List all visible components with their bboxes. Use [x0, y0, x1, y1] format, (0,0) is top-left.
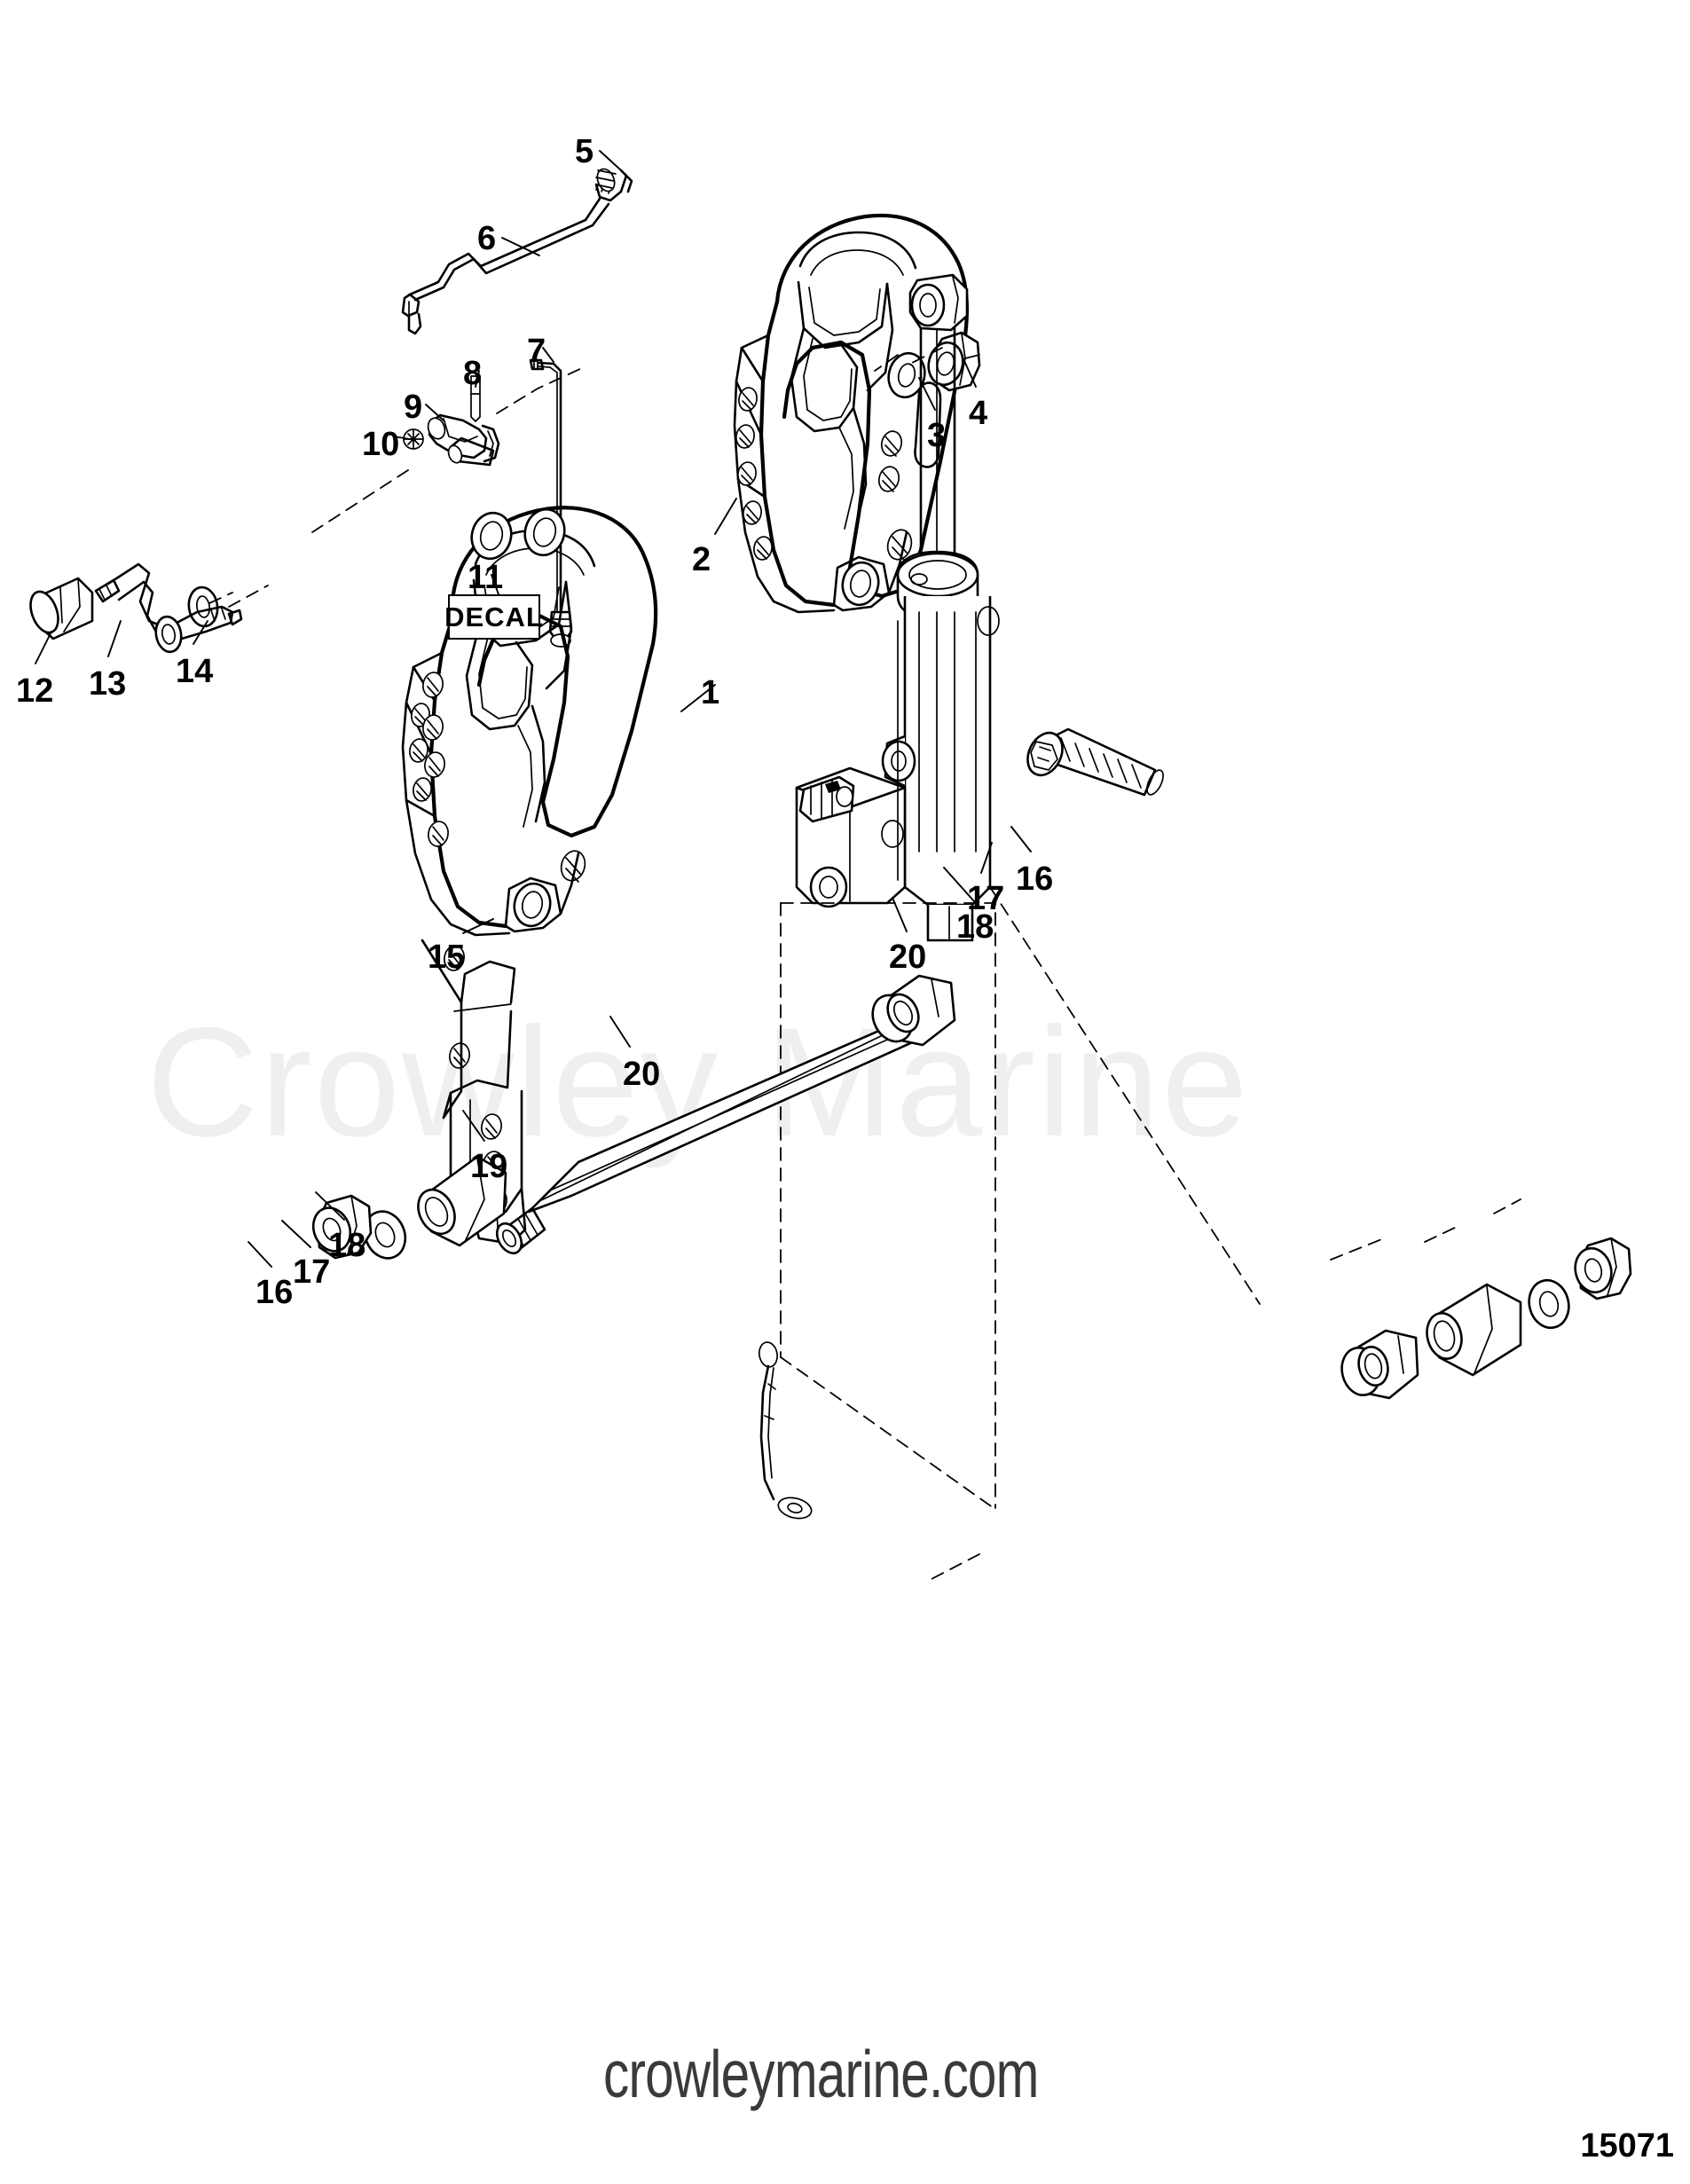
- callout-18-right: 18: [956, 908, 994, 946]
- callout-17-bottom: 17: [293, 1253, 331, 1291]
- part-17-flat-washer-bottom: [363, 1210, 407, 1260]
- callout-12: 12: [16, 672, 54, 710]
- part-4-hex-nut: [927, 331, 981, 392]
- callout-3: 3: [927, 417, 947, 454]
- callout-14: 14: [176, 653, 214, 690]
- callout-2: 2: [692, 541, 711, 578]
- callout-7: 7: [527, 333, 546, 370]
- part-20-bushing-bottom: [871, 974, 956, 1047]
- part-15-ground-wire-strap: [759, 1341, 813, 1520]
- lower-clamp-bracket: [401, 506, 658, 1245]
- part-1-hydraulic-trim-cylinder: [795, 273, 1000, 942]
- callout-20-right: 20: [889, 939, 927, 976]
- assembly-guide-lines: [208, 347, 1521, 1580]
- callout-8: 8: [463, 355, 483, 392]
- callout-4: 4: [969, 395, 988, 432]
- callout-18-bottom: 18: [328, 1227, 366, 1264]
- part-13-tilt-lock-handle: [94, 562, 243, 654]
- part-9-lever-link: [427, 413, 500, 467]
- callout-16-right: 16: [1016, 860, 1054, 898]
- part-2-socket-head-bolt: [1026, 727, 1164, 797]
- callout-10: 10: [362, 426, 400, 463]
- callout-1: 1: [701, 674, 720, 711]
- part-20-bushing-right: [1340, 1329, 1419, 1400]
- part-16-hex-nut-right: [1574, 1237, 1632, 1300]
- part-3-flat-washer: [887, 351, 926, 399]
- part-18-spacer-sleeve-right: [1426, 1283, 1522, 1377]
- part-6-tilt-lock-rod: [401, 169, 633, 335]
- callout-15: 15: [428, 939, 466, 976]
- footer-site-url: crowleymarine.com: [603, 2037, 1039, 2111]
- part-18-spacer-sleeve-bottom: [417, 1155, 507, 1247]
- callout-19: 19: [470, 1148, 508, 1185]
- part-17-flat-washer-right: [1528, 1278, 1570, 1330]
- callout-16-bottom: 16: [255, 1274, 294, 1311]
- part-14-nylon-washer: [187, 585, 219, 628]
- callout-20-bottom: 20: [623, 1056, 661, 1093]
- callout-11: 11: [468, 559, 504, 596]
- callout-9: 9: [404, 389, 423, 426]
- part-5-rod-clip: [595, 168, 617, 192]
- callout-13: 13: [89, 665, 127, 703]
- diagram-part-number: 15071: [1580, 2127, 1674, 2164]
- part-16-hex-nut-bottom: [311, 1194, 373, 1260]
- part-12-handle-knob: [29, 577, 94, 640]
- callout-6: 6: [477, 220, 497, 257]
- decal-label-box: DECAL: [444, 594, 543, 640]
- callout-5: 5: [575, 133, 594, 170]
- part-7-hydraulic-tube: [529, 358, 573, 648]
- callout-leader-lines: [35, 150, 1032, 1268]
- callout-17-right: 17: [967, 880, 1005, 917]
- part-19-pivot-shaft-bolt: [495, 1011, 932, 1255]
